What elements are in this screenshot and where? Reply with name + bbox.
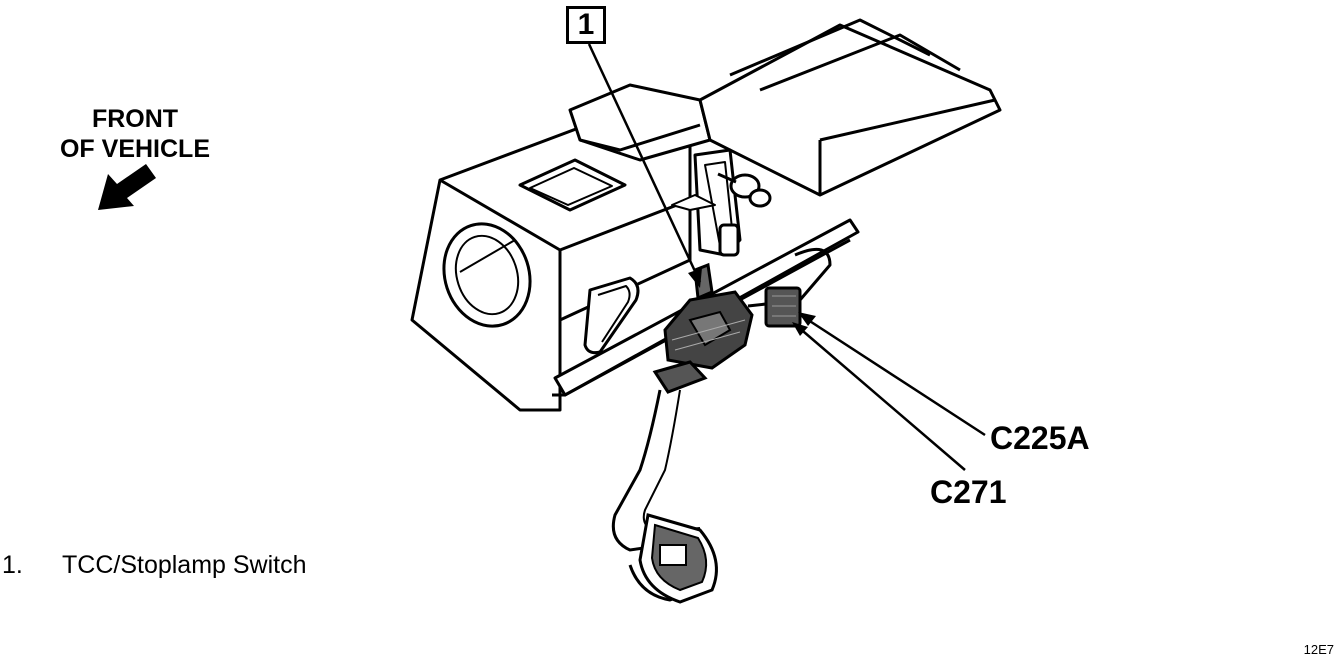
front-arrow-icon bbox=[98, 164, 156, 210]
connector-label-c225a: C225A bbox=[990, 420, 1090, 456]
front-of-vehicle-label: FRONT OF VEHICLE bbox=[40, 104, 230, 164]
arrowheads bbox=[688, 268, 816, 336]
connector-label-c271: C271 bbox=[930, 474, 1007, 510]
front-label-line2: OF VEHICLE bbox=[59, 135, 210, 163]
legend-number: 1. bbox=[2, 551, 23, 579]
leader-lines bbox=[587, 43, 986, 471]
pedal-bracket bbox=[671, 148, 742, 257]
legend-text: TCC/Stoplamp Switch bbox=[62, 551, 307, 579]
callout-number-1: 1 bbox=[566, 6, 606, 44]
brake-pedal-pad bbox=[638, 513, 718, 604]
tcc-stoplamp-switch bbox=[663, 262, 754, 370]
front-label-line1: FRONT bbox=[91, 105, 179, 133]
connector-c225a-c271 bbox=[747, 286, 802, 328]
legend-item-1: 1. TCC/Stoplamp Switch bbox=[0, 551, 307, 580]
bolt-icon bbox=[717, 172, 772, 208]
figure-id: 12E7 bbox=[1303, 642, 1334, 657]
